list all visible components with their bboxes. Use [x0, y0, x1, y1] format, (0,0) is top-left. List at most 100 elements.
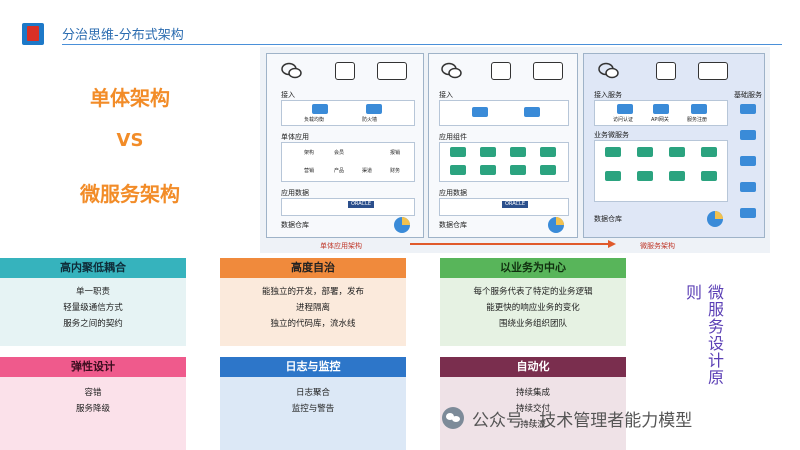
gateway-icon — [653, 104, 669, 114]
firewall-icon — [524, 107, 540, 117]
pie-chart-icon — [548, 217, 564, 233]
card-body: 每个服务代表了特定的业务逻辑 能更快的响应业务的变化 围绕业务组织团队 — [440, 278, 626, 346]
row-app-label: 单体应用 — [281, 133, 309, 141]
base-service-icon — [740, 130, 756, 140]
card-body: 容错 服务降级 — [0, 377, 186, 450]
access-box — [439, 100, 569, 126]
card-line: 容错 — [84, 388, 102, 398]
page-title: 分治思维-分布式架构 — [62, 28, 184, 43]
card-title: 高内聚低耦合 — [0, 258, 186, 278]
architecture-figure: 接入 负载均衡 防火墙 单体应用 架构 会员 产品 渠道 财务 报销 营销 应用… — [260, 47, 770, 253]
load-balancer-icon — [312, 104, 328, 114]
microservices-box — [594, 140, 728, 202]
card-automation: 自动化 持续集成 持续交付 持续流 — [440, 357, 626, 450]
card-line: 单一职责 — [75, 287, 110, 297]
card-line: 轻量级通信方式 — [63, 303, 123, 313]
desktop-icon — [698, 62, 728, 80]
compare-vs: VS — [116, 130, 144, 151]
card-line: 服务降级 — [75, 404, 110, 414]
service-icon — [637, 147, 653, 157]
card-line: 围绕业务组织团队 — [498, 319, 567, 329]
header: 分治思维-分布式架构 — [0, 0, 800, 46]
service-icon — [605, 171, 621, 181]
appdata-box: ORACLE — [439, 198, 569, 216]
gateway-label: API网关 — [651, 117, 669, 123]
wechat-icon — [598, 62, 619, 79]
component-icon — [450, 147, 466, 157]
watermark-text: 公众号 · 技术管理者能力模型 — [472, 410, 693, 431]
card-body: 单一职责 轻量级通信方式 服务之间的契约 — [0, 278, 186, 346]
base-services-label: 基础服务 — [734, 91, 762, 99]
auth-icon — [617, 104, 633, 114]
card-line: 持续集成 — [515, 388, 550, 398]
row-access-label: 接入 — [281, 91, 295, 99]
card-line: 监控与警告 — [291, 404, 335, 414]
module-label: 会员 — [334, 150, 345, 156]
side-caption-col1: 微服务设计原 — [705, 284, 724, 386]
panel-components: 接入 应用组件 应用数据 ORACLE 数据仓库 — [428, 53, 578, 238]
arrow-head-icon — [608, 240, 616, 248]
service-icon — [669, 147, 685, 157]
registry-label: 服务注册 — [687, 117, 708, 123]
row-access-label: 接入 — [439, 91, 453, 99]
registry-icon — [691, 104, 707, 114]
card-autonomy: 高度自治 能独立的开发，部署，发布 进程隔离 独立的代码库，流水线 — [220, 258, 406, 346]
logo-icon — [22, 23, 44, 45]
side-caption-col2: 则 — [683, 284, 702, 301]
mobile-device-icon — [335, 62, 355, 80]
component-icon — [480, 147, 496, 157]
card-line: 能独立的开发，部署，发布 — [261, 287, 364, 297]
appdata-box: ORACLE — [281, 198, 415, 216]
auth-label: 访问认证 — [613, 117, 634, 123]
desktop-icon — [533, 62, 563, 80]
watermark: 公众号 · 技术管理者能力模型 — [442, 404, 692, 432]
service-icon — [637, 171, 653, 181]
wechat-logo-icon — [442, 407, 464, 429]
card-line: 日志聚合 — [295, 388, 330, 398]
component-icon — [540, 147, 556, 157]
compare-right: 微服务架构 — [80, 182, 180, 206]
row-warehouse-label: 数据仓库 — [594, 215, 622, 223]
row-components-label: 应用组件 — [439, 133, 467, 141]
card-body: 能独立的开发，部署，发布 进程隔离 独立的代码库，流水线 — [220, 278, 406, 346]
card-title: 自动化 — [440, 357, 626, 377]
card-business: 以业务为中心 每个服务代表了特定的业务逻辑 能更快的响应业务的变化 围绕业务组织… — [440, 258, 626, 346]
panel-monolith: 接入 负载均衡 防火墙 单体应用 架构 会员 产品 渠道 财务 报销 营销 应用… — [266, 53, 424, 238]
monolith-app-box: 架构 会员 产品 渠道 财务 报销 营销 — [281, 142, 415, 182]
module-label: 报销 — [390, 150, 401, 156]
row-warehouse-label: 数据仓库 — [439, 221, 467, 229]
module-label: 架构 — [304, 150, 315, 156]
card-line: 进程隔离 — [295, 303, 330, 313]
caption-monolith: 单体应用架构 — [320, 242, 362, 250]
module-label: 营销 — [304, 168, 315, 174]
module-label: 渠道 — [362, 168, 373, 174]
card-title: 以业务为中心 — [440, 258, 626, 278]
service-icon — [701, 147, 717, 157]
caption-microservices: 微服务架构 — [640, 242, 675, 250]
header-divider — [62, 44, 782, 45]
card-line: 独立的代码库，流水线 — [270, 319, 356, 329]
card-title: 弹性设计 — [0, 357, 186, 377]
desktop-icon — [377, 62, 407, 80]
lb-label: 负载均衡 — [304, 117, 325, 123]
mobile-device-icon — [491, 62, 511, 80]
wechat-icon — [281, 62, 302, 79]
row-appdata-label: 应用数据 — [281, 189, 309, 197]
panel-microservices: 接入服务 基础服务 访问认证 API网关 服务注册 业务微服务 数据仓库 — [583, 53, 765, 238]
base-service-icon — [740, 208, 756, 218]
service-icon — [669, 171, 685, 181]
component-icon — [480, 165, 496, 175]
card-line: 每个服务代表了特定的业务逻辑 — [473, 287, 593, 297]
component-icon — [540, 165, 556, 175]
card-body: 持续集成 持续交付 持续流 — [440, 377, 626, 450]
card-line: 持续交付 — [515, 404, 550, 414]
components-box — [439, 142, 569, 182]
card-title: 高度自治 — [220, 258, 406, 278]
card-line: 能更快的响应业务的变化 — [486, 303, 580, 313]
firewall-icon — [366, 104, 382, 114]
card-body: 日志聚合 监控与警告 — [220, 377, 406, 450]
module-label: 财务 — [390, 168, 401, 174]
pie-chart-icon — [707, 211, 723, 227]
base-service-icon — [740, 156, 756, 166]
component-icon — [510, 147, 526, 157]
